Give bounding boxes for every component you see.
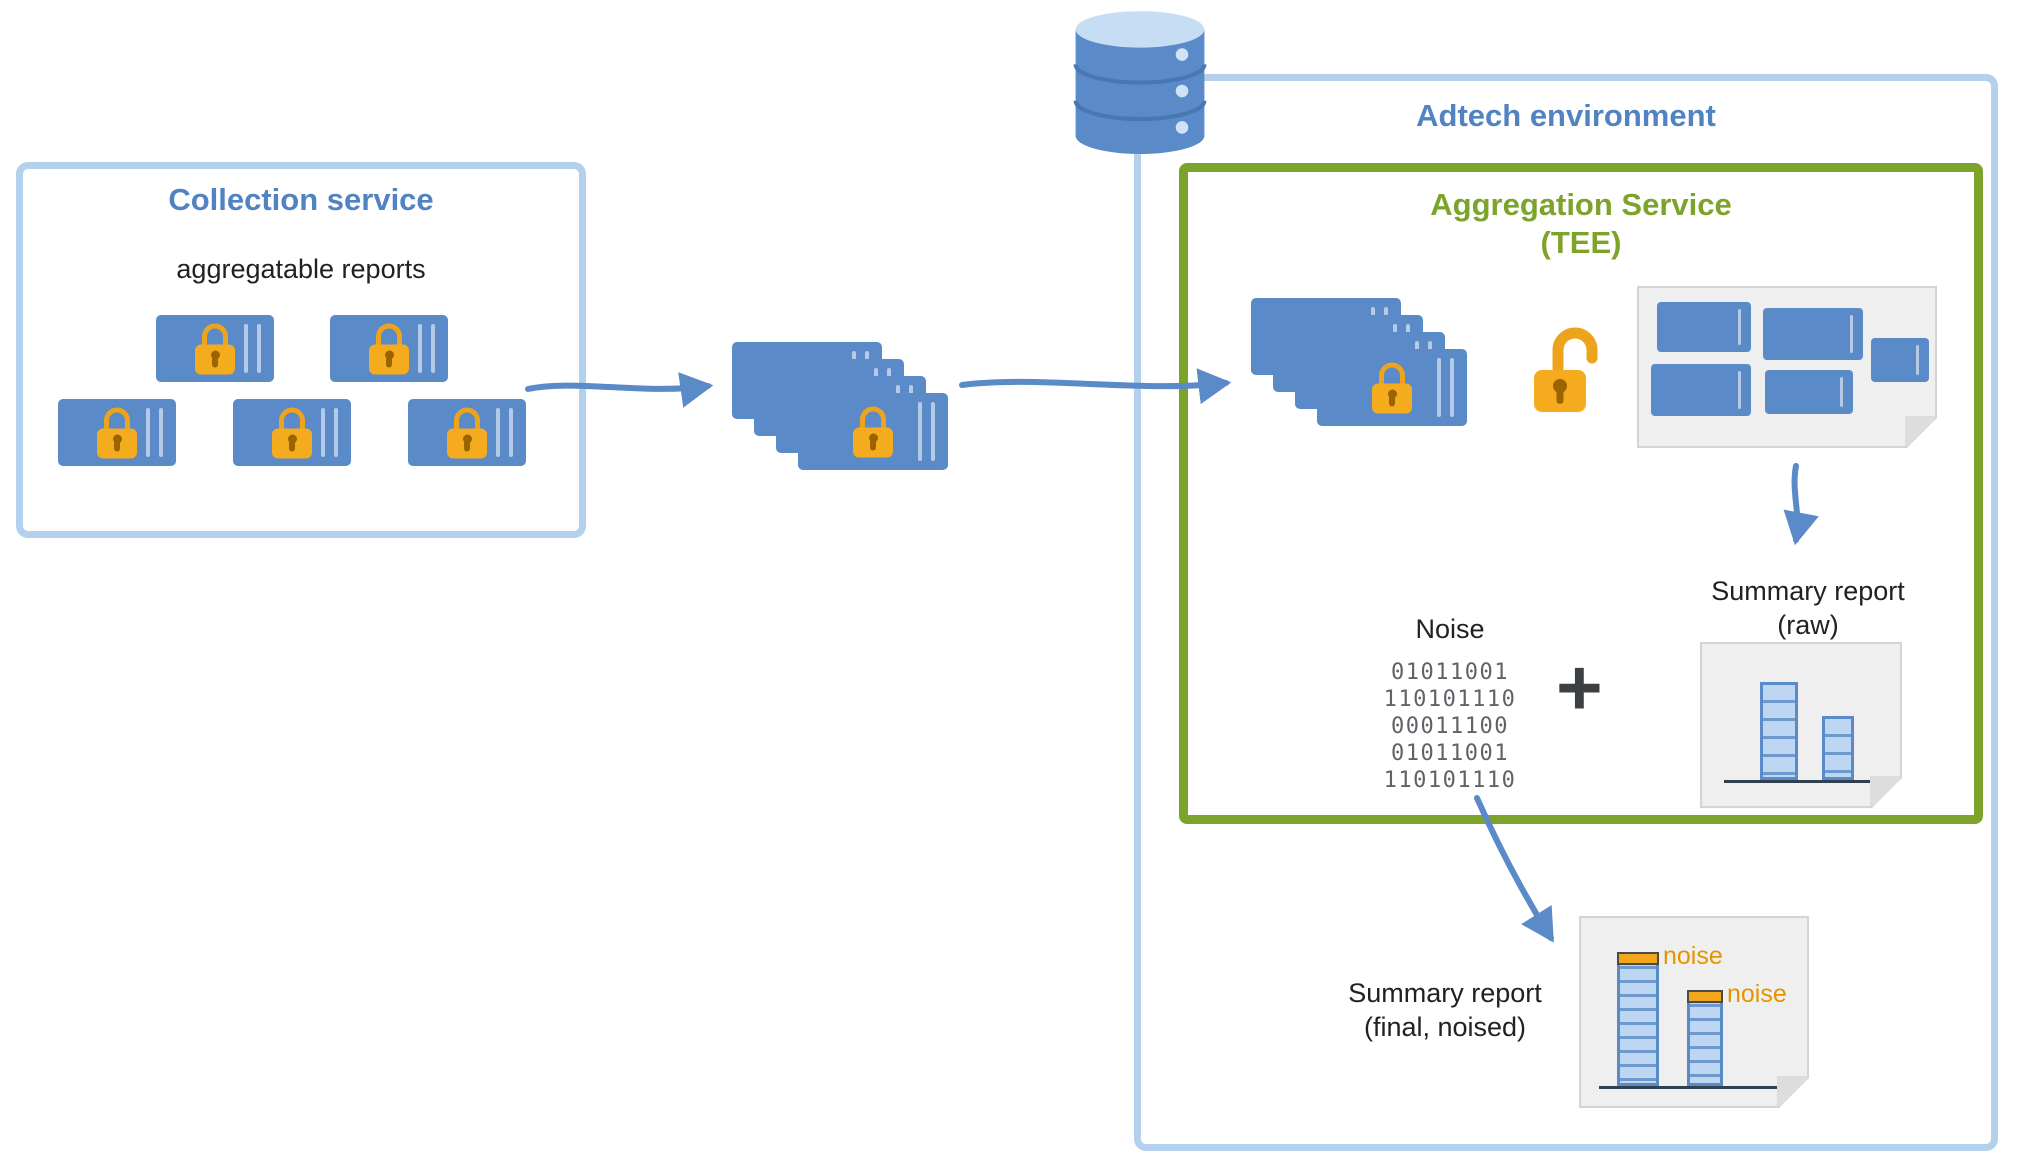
lock-body (1372, 383, 1412, 413)
aggregation-service-title-line1: Aggregation Service (1430, 187, 1732, 222)
summary-report-final-label-line1: Summary report (1348, 978, 1542, 1008)
closed-lock-icon (1372, 362, 1412, 413)
aggregatable-report-icon (233, 399, 351, 466)
summary-report-final-document: noise noise (1579, 916, 1809, 1108)
aggregatable-report-icon (330, 315, 448, 382)
raw-bar-tall (1760, 682, 1798, 780)
stacked-report-icon-front (798, 393, 948, 470)
noise-section: Noise 01011001 110101110 00011100 010110… (1340, 614, 1560, 794)
lock-shackle (454, 407, 480, 428)
closed-lock-icon (97, 407, 137, 458)
data-block (1763, 308, 1863, 360)
chart-axis (1724, 780, 1882, 783)
final-bar-short (1687, 990, 1723, 1086)
summary-report-final-label: Summary report (final, noised) (1310, 976, 1580, 1044)
final-bar-tall (1617, 952, 1659, 1086)
collection-service-box (16, 162, 586, 538)
lock-body (369, 344, 409, 374)
data-block (1765, 370, 1853, 414)
summary-report-raw-label-line1: Summary report (1711, 576, 1905, 606)
encrypted-report-stack-tee (1251, 298, 1467, 426)
noise-cap (1687, 990, 1723, 1003)
aggregation-service-title: Aggregation Service (TEE) (1179, 186, 1983, 262)
aggregatable-report-icon (156, 315, 274, 382)
noise-binary-line: 110101110 (1383, 687, 1517, 712)
decrypted-data-document (1637, 286, 1937, 448)
aggregatable-reports-label: aggregatable reports (176, 254, 426, 284)
lock-shackle (1379, 362, 1405, 383)
lock-shackle (376, 323, 402, 344)
open-lock-icon (1534, 327, 1598, 412)
noise-label: Noise (1415, 614, 1485, 644)
adtech-environment-title: Adtech environment (1416, 98, 1716, 133)
noise-binary-line: 00011100 (1391, 714, 1509, 739)
noise-binary-block: 01011001 110101110 00011100 01011001 110… (1340, 659, 1560, 794)
lock-shackle (202, 323, 228, 344)
collection-service-title: Collection service (168, 182, 434, 217)
noise-tag: noise (1727, 980, 1787, 1008)
summary-report-final-label-line2: (final, noised) (1363, 1012, 1527, 1042)
noise-binary-line: 110101110 (1383, 768, 1517, 793)
data-block (1871, 338, 1929, 382)
lock-body (97, 428, 137, 458)
closed-lock-icon (369, 323, 409, 374)
chart-axis (1599, 1086, 1781, 1089)
stacked-report-icon-front (1317, 349, 1467, 426)
lock-body (447, 428, 487, 458)
aggregation-service-title-line2: (TEE) (1540, 225, 1622, 260)
adtech-environment-box (1134, 74, 1998, 1151)
noise-tag: noise (1663, 942, 1723, 970)
summary-report-raw-label-line2: (raw) (1777, 610, 1839, 640)
summary-report-raw-document (1700, 642, 1902, 808)
data-block (1657, 302, 1751, 352)
lock-shackle (104, 407, 130, 428)
summary-report-raw-label: Summary report (raw) (1688, 574, 1928, 642)
closed-lock-icon (195, 323, 235, 374)
encrypted-report-stack-transit (732, 342, 948, 470)
lock-body (853, 427, 893, 457)
plus-icon: + (1556, 643, 1603, 732)
noise-binary-line: 01011001 (1391, 660, 1509, 685)
closed-lock-icon (853, 406, 893, 457)
aggregation-service-tee-box (1179, 163, 1983, 824)
lock-shackle (279, 407, 305, 428)
raw-bar-short (1822, 716, 1854, 780)
lock-body (272, 428, 312, 458)
closed-lock-icon (272, 407, 312, 458)
noise-binary-line: 01011001 (1391, 741, 1509, 766)
lock-body (195, 344, 235, 374)
lock-shackle (860, 406, 886, 427)
aggregatable-report-icon (58, 399, 176, 466)
noise-cap (1617, 952, 1659, 965)
database-icon (1073, 11, 1207, 154)
closed-lock-icon (447, 407, 487, 458)
data-block (1651, 364, 1751, 416)
aggregatable-report-icon (408, 399, 526, 466)
